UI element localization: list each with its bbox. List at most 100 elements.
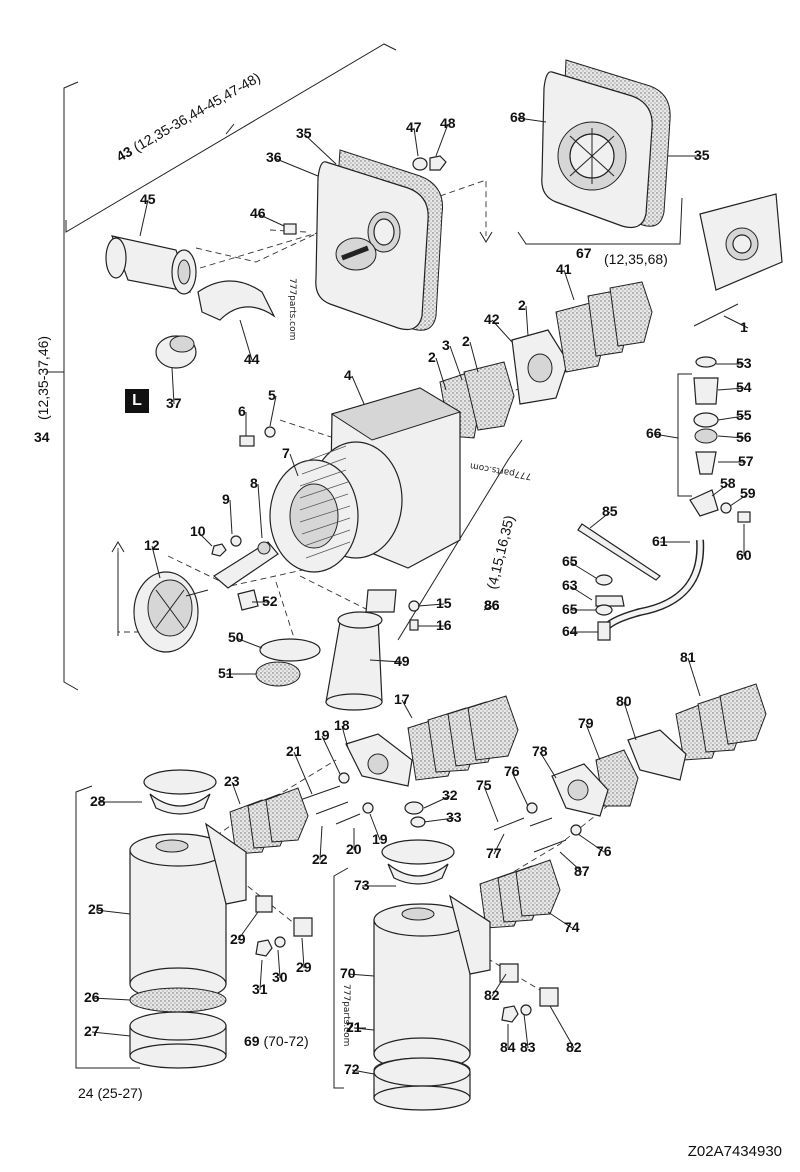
callout-49[interactable]: 49 [394,653,410,669]
callout-72[interactable]: 72 [344,1061,360,1077]
callout-56[interactable]: 56 [736,429,752,445]
leader-line-27 [91,1031,131,1037]
callout-37[interactable]: 37 [166,395,182,411]
callout-57[interactable]: 57 [738,453,754,469]
callout-74[interactable]: 74 [564,919,580,935]
callout-28[interactable]: 28 [90,793,106,809]
callout-22[interactable]: 22 [312,851,328,867]
callout-52[interactable]: 52 [262,593,278,609]
callout-6[interactable]: 6 [238,403,246,419]
callout-2[interactable]: 2 [428,349,436,365]
callout-20[interactable]: 20 [346,841,362,857]
leader-line-15 [417,603,445,607]
callout-45[interactable]: 45 [140,191,156,207]
leader-line-63 [569,585,593,601]
callout-27[interactable]: 27 [84,1023,100,1039]
callout-63[interactable]: 63 [562,577,578,593]
callout-53[interactable]: 53 [736,355,752,371]
callout-82[interactable]: 82 [566,1039,582,1055]
callout-29[interactable]: 29 [296,959,312,975]
callout-75[interactable]: 75 [476,777,492,793]
callout-87[interactable]: 87 [574,863,590,879]
callout-10[interactable]: 10 [190,523,206,539]
callout-85[interactable]: 85 [602,503,618,519]
callout-66[interactable]: 66 [646,425,662,441]
callout-86[interactable]: 86 [484,597,500,613]
callout-81[interactable]: 81 [680,649,696,665]
callout-65[interactable]: 65 [562,601,578,617]
leader-line-2 [435,357,447,391]
callout-54[interactable]: 54 [736,379,752,395]
callout-65[interactable]: 65 [562,553,578,569]
callout-8[interactable]: 8 [250,475,258,491]
section-mark: L [125,389,149,413]
callout-9[interactable]: 9 [222,491,230,507]
callout-79[interactable]: 79 [578,715,594,731]
callout-78[interactable]: 78 [532,743,548,759]
callout-50[interactable]: 50 [228,629,244,645]
callout-51[interactable]: 51 [218,665,234,681]
callout-2[interactable]: 2 [462,333,470,349]
callout-73[interactable]: 73 [354,877,370,893]
callout-42[interactable]: 42 [484,311,500,327]
callout-84[interactable]: 84 [500,1039,516,1055]
callout-58[interactable]: 58 [720,475,736,491]
callout-23[interactable]: 23 [224,773,240,789]
callout-12[interactable]: 12 [144,537,160,553]
callout-25[interactable]: 25 [88,901,104,917]
callout-48[interactable]: 48 [440,115,456,131]
callout-1[interactable]: 1 [740,319,748,335]
callout-32[interactable]: 32 [442,787,458,803]
callout-46[interactable]: 46 [250,205,266,221]
group-label-86: 86 [484,597,500,613]
callout-17[interactable]: 17 [394,691,410,707]
callout-61[interactable]: 61 [652,533,668,549]
leader-line-48 [435,123,449,157]
leader-line-50 [235,637,263,649]
leader-line-25 [95,909,131,915]
callout-7[interactable]: 7 [282,445,290,461]
callout-71[interactable]: 71 [346,1019,362,1035]
callout-19[interactable]: 19 [372,831,388,847]
callout-47[interactable]: 47 [406,119,422,135]
callout-60[interactable]: 60 [736,547,752,563]
group-label-67-members: (12,35,68) [604,251,668,267]
callout-19[interactable]: 19 [314,727,330,743]
leader-line-41 [563,269,575,301]
callout-59[interactable]: 59 [740,485,756,501]
callout-15[interactable]: 15 [436,595,452,611]
callout-80[interactable]: 80 [616,693,632,709]
callout-33[interactable]: 33 [446,809,462,825]
callout-3[interactable]: 3 [442,337,450,353]
callout-36[interactable]: 36 [266,149,282,165]
callout-21[interactable]: 21 [346,1019,362,1035]
callout-35[interactable]: 35 [296,125,312,141]
callout-82[interactable]: 82 [484,987,500,1003]
callout-68[interactable]: 68 [510,109,526,125]
leader-line-82 [491,973,507,997]
leader-line-58 [711,483,729,497]
callout-55[interactable]: 55 [736,407,752,423]
callout-35[interactable]: 35 [694,147,710,163]
callout-4[interactable]: 4 [344,367,352,383]
callout-18[interactable]: 18 [334,717,350,733]
callout-76[interactable]: 76 [504,763,520,779]
leader-line-80 [623,701,637,741]
leader-line-30 [277,949,281,979]
callout-76[interactable]: 76 [596,843,612,859]
callout-41[interactable]: 41 [556,261,572,277]
callout-83[interactable]: 83 [520,1039,536,1055]
callout-16[interactable]: 16 [436,617,452,633]
callout-29[interactable]: 29 [230,931,246,947]
callout-31[interactable]: 31 [252,981,268,997]
callout-77[interactable]: 77 [486,845,502,861]
callout-64[interactable]: 64 [562,623,578,639]
leader-line-2 [525,305,529,337]
callout-70[interactable]: 70 [340,965,356,981]
callout-21[interactable]: 21 [286,743,302,759]
callout-2[interactable]: 2 [518,297,526,313]
callout-26[interactable]: 26 [84,989,100,1005]
callout-5[interactable]: 5 [268,387,276,403]
callout-44[interactable]: 44 [244,351,260,367]
callout-30[interactable]: 30 [272,969,288,985]
